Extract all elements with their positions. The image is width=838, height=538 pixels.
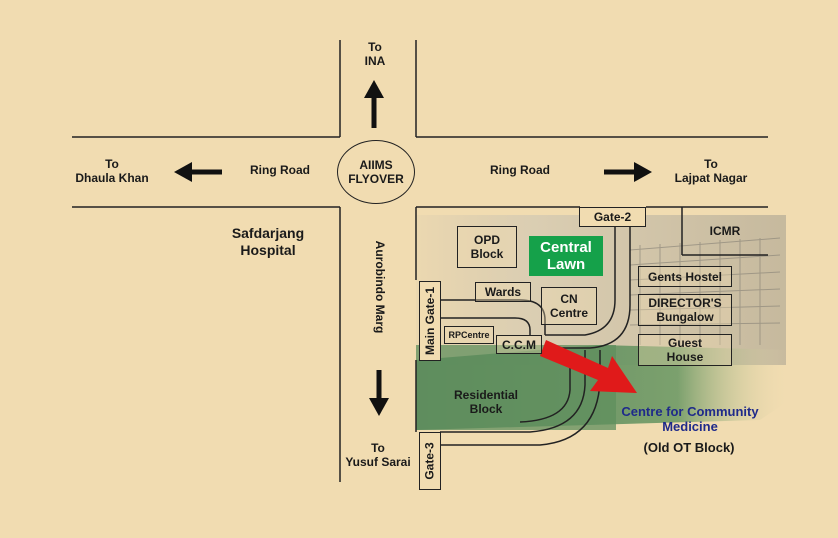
gate-2: Gate-2 xyxy=(579,207,646,227)
label-ring-road-right: Ring Road xyxy=(490,163,550,177)
main-gate-1-label: Main Gate-1 xyxy=(423,286,438,356)
rp-centre-label: RPCentre xyxy=(448,330,490,340)
wards-label: Wards xyxy=(484,285,522,299)
label-old-ot-block: (Old OT Block) xyxy=(643,440,735,455)
direction-arrows xyxy=(174,80,652,416)
main-gate-1: Main Gate-1 xyxy=(419,281,441,361)
gate-3-label: Gate-3 xyxy=(423,442,438,480)
label-icmr: ICMR xyxy=(709,224,741,238)
ccm-label: C.C.M xyxy=(502,337,536,352)
gents-hostel-label: Gents Hostel xyxy=(647,269,722,284)
label-aurobindo-marg: Aurobindo Marg xyxy=(373,240,387,334)
roads xyxy=(72,40,768,482)
gents-hostel: Gents Hostel xyxy=(638,266,732,287)
red-pointer-arrow xyxy=(540,340,637,393)
wards: Wards xyxy=(475,282,531,302)
gate-2-label: Gate-2 xyxy=(593,210,632,224)
gate-3: Gate-3 xyxy=(419,432,441,490)
ccm: C.C.M xyxy=(496,335,542,354)
rp-centre: RPCentre xyxy=(444,326,494,344)
label-ring-road-left: Ring Road xyxy=(250,163,310,177)
